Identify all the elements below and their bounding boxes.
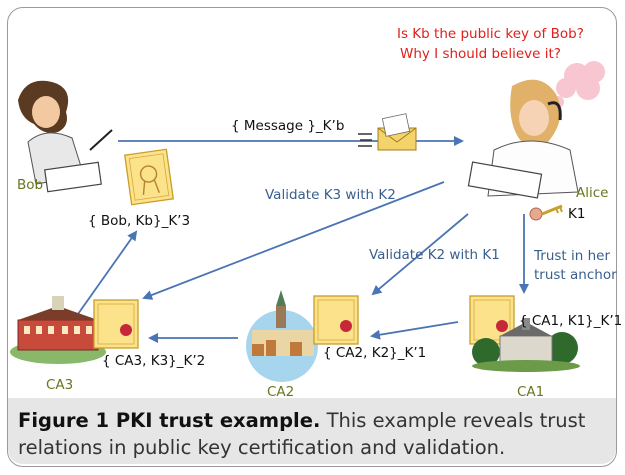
validate-k3-arrow [142,181,445,300]
ca1-certificate-label: { CA1, K1}_K’1 [519,313,623,329]
ca1-label: CA1 [517,384,545,400]
pki-trust-diagram: Bob { Bob, Kb}_K’3 { Message }_K’b Valid… [10,26,623,400]
bob-figure [18,80,113,193]
ca3-certificate-label: { CA3, K3}_K’2 [102,353,206,369]
figure-caption: Figure 1 PKI trust example. This example… [18,407,608,461]
ca3-building [10,296,106,364]
trust-line-1: Trust in her [534,248,610,264]
ca2-certificate-label: { CA2, K2}_K’1 [323,345,427,361]
trust-line-2: trust anchor [534,267,617,283]
caption-title: Figure 1 PKI trust example. [18,409,321,432]
diagram-artwork [10,61,605,382]
ca2-building [246,290,318,382]
bob-certificate-label: { Bob, Kb}_K’3 [88,213,191,229]
ca2-label: CA2 [267,384,295,400]
key-icon [529,204,563,221]
bob-label: Bob [17,177,44,193]
ca3-label: CA3 [46,377,74,393]
validate-k3-label: Validate K3 with K2 [265,187,396,203]
ca3-to-bob-arrow [77,230,138,315]
ca2-certificate [313,295,359,345]
figure-frame [7,7,617,467]
bob-certificate [123,148,175,206]
validate-k2-label: Validate K2 with K1 [369,247,500,263]
caption-box [8,398,616,464]
alice-figure [467,79,579,199]
ca1-building [472,318,580,372]
envelope-icon [358,113,417,151]
message-label: { Message }_K’b [231,118,345,134]
ca1-to-ca2-arrow [370,321,459,340]
validate-k2-arrow [371,213,469,296]
k1-label: K1 [568,206,586,222]
thought-line-1: Is Kb the public key of Bob? [397,26,584,42]
caption-text: This example reveals trust relations in … [18,409,586,459]
thought-line-2: Why I should believe it? [400,46,561,62]
ca3-certificate [93,299,139,349]
alice-label: Alice [576,185,609,201]
